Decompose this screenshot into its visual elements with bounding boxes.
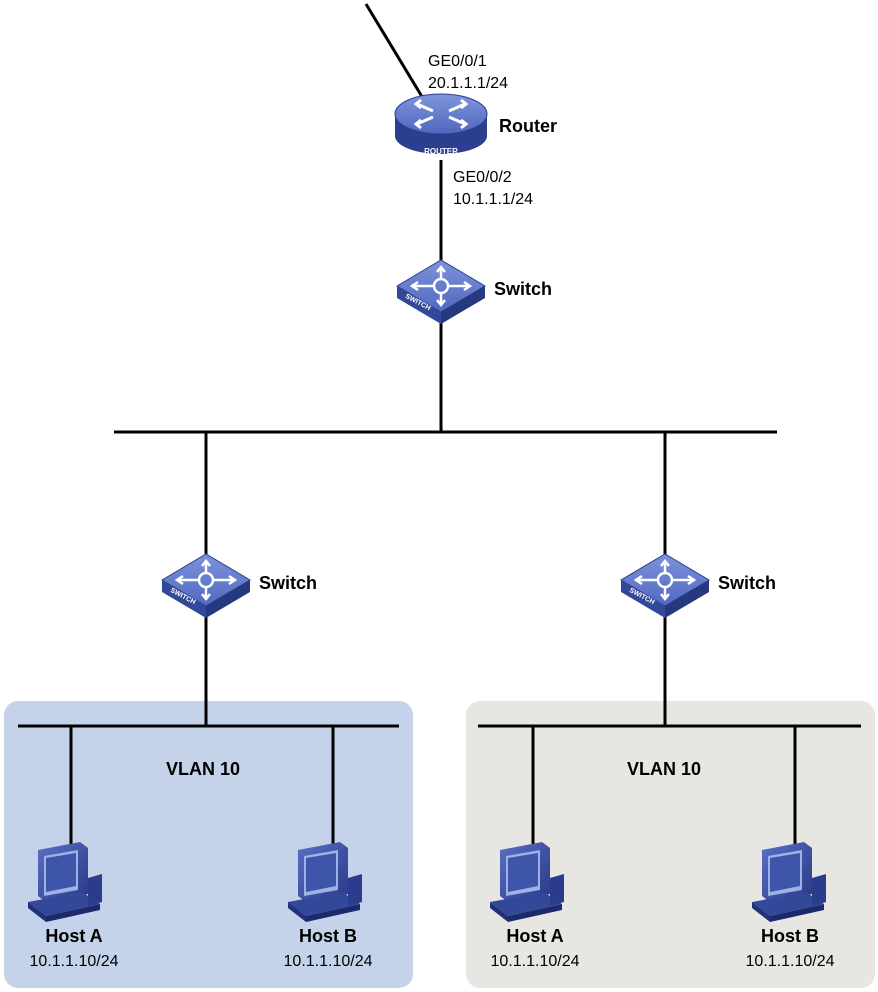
- uplink-line: [364, 3, 426, 101]
- left-switch-name: Switch: [259, 573, 317, 593]
- left-switch-icon: SWITCH: [160, 552, 252, 620]
- router-device-text: ROUTER: [424, 147, 458, 156]
- right-vlan-label: VLAN 10: [627, 759, 701, 779]
- core-switch-name: Switch: [494, 279, 552, 299]
- router-uplink-ip: 20.1.1.1/24: [428, 75, 508, 92]
- network-links: [18, 3, 861, 850]
- router-downlink-ip: 10.1.1.1/24: [453, 191, 533, 208]
- right-host-b-name: Host B: [761, 926, 819, 946]
- right-host-a-name: Host A: [506, 926, 563, 946]
- router-uplink-port: GE0/0/1: [428, 53, 487, 70]
- router-downlink-port: GE0/0/2: [453, 169, 512, 186]
- router-icon: ROUTER: [394, 93, 488, 156]
- left-host-b-name: Host B: [299, 926, 357, 946]
- right-switch-name: Switch: [718, 573, 776, 593]
- left-host-b-ip: 10.1.1.10/24: [284, 953, 373, 970]
- right-host-b-ip: 10.1.1.10/24: [746, 953, 835, 970]
- core-switch-icon: SWITCH: [395, 258, 487, 326]
- left-host-a-name: Host A: [45, 926, 102, 946]
- left-host-a-ip: 10.1.1.10/24: [30, 953, 119, 970]
- left-vlan-label: VLAN 10: [166, 759, 240, 779]
- right-host-a-ip: 10.1.1.10/24: [491, 953, 580, 970]
- right-switch-icon: SWITCH: [619, 552, 711, 620]
- router-name: Router: [499, 116, 557, 136]
